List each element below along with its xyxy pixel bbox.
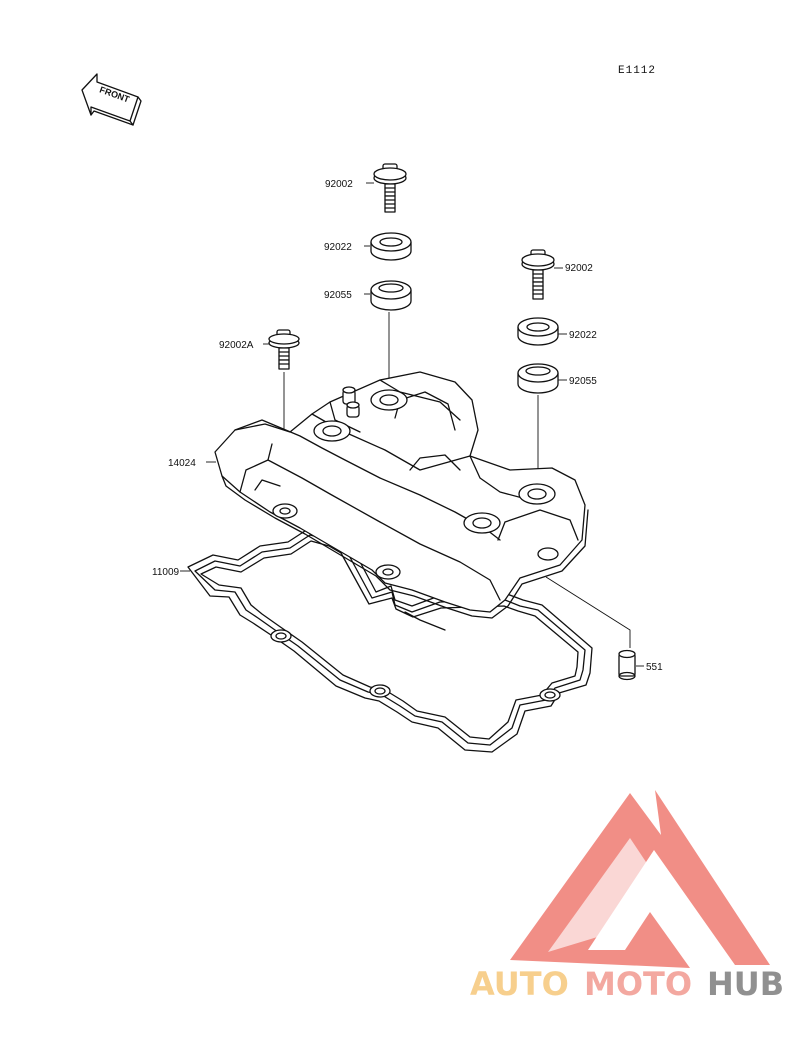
diagram-code: E1112 bbox=[618, 65, 656, 77]
label-bolt-center: 92002 bbox=[325, 179, 353, 190]
label-washer-center: 92022 bbox=[324, 242, 352, 253]
label-cover: 14024 bbox=[168, 458, 196, 469]
automotohub-logo: AUTO MOTO HUB bbox=[470, 790, 784, 1003]
label-bolt-left: 92002A bbox=[219, 340, 254, 351]
grommet-right-icon bbox=[517, 363, 559, 394]
washer-center-icon bbox=[370, 232, 412, 261]
washer-right-icon bbox=[517, 317, 559, 346]
bolt-right-icon bbox=[521, 249, 555, 300]
grommet-center-icon bbox=[370, 280, 412, 311]
label-grommet-right: 92055 bbox=[569, 376, 597, 387]
label-gasket: 11009 bbox=[152, 567, 180, 578]
label-bolt-right: 92002 bbox=[565, 263, 593, 274]
cylinder-head-cover-icon bbox=[214, 371, 589, 631]
front-arrow-icon: FRONT bbox=[81, 73, 142, 126]
logo-word-moto: MOTO bbox=[584, 965, 692, 1003]
dowel-pin-icon bbox=[618, 649, 636, 681]
bolt-left-icon bbox=[268, 329, 300, 370]
logo-word-auto: AUTO bbox=[470, 965, 569, 1003]
label-pin: 551 bbox=[646, 662, 663, 673]
label-grommet-center: 92055 bbox=[324, 290, 352, 301]
leader-pin bbox=[545, 576, 631, 648]
bolt-center-icon bbox=[373, 163, 407, 213]
label-washer-right: 92022 bbox=[569, 330, 597, 341]
logo-word-hub: HUB bbox=[707, 965, 784, 1003]
